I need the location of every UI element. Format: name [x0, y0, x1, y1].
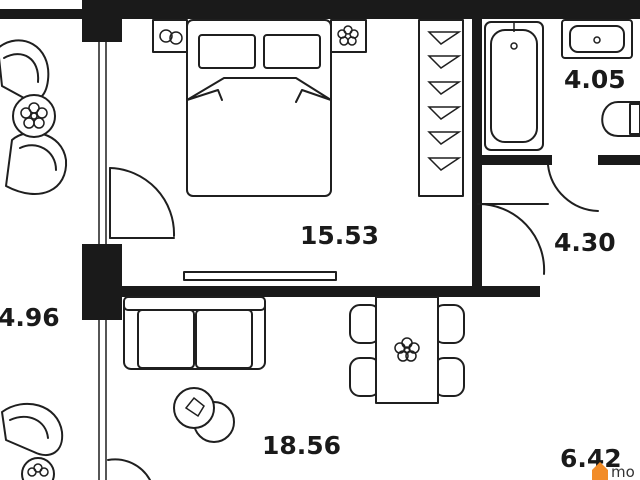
room-labels: 15.53 4.05 4.30 4.96 18.56 6.42 — [0, 65, 626, 473]
flower-icon — [394, 337, 420, 362]
armchair-top — [0, 39, 50, 102]
door-bedroom-swing — [109, 167, 176, 237]
hanger-icon — [427, 81, 462, 95]
armchair-living-seat — [9, 415, 49, 439]
tv-stand — [183, 271, 337, 281]
lamp-icon — [159, 29, 173, 43]
hanger-icon — [427, 131, 462, 145]
armchair-bottom-seat — [19, 144, 57, 171]
armchair-living — [1, 402, 64, 457]
side-table-living — [21, 457, 55, 480]
blanket — [186, 77, 332, 103]
nightstand-right — [330, 19, 367, 53]
armchair-top-seat — [3, 53, 40, 83]
windows — [98, 42, 107, 480]
bedroom-furniture — [152, 19, 464, 281]
wall-pier-top — [82, 0, 122, 42]
bathtub-inner — [490, 29, 538, 143]
wall-top-left-stub — [0, 9, 82, 19]
watermark-text: mo — [611, 463, 635, 480]
wall-bedroom-bottom — [122, 286, 540, 297]
door-bath-swing — [547, 164, 599, 212]
pillow-right — [263, 34, 321, 69]
room-area-balcony: 4.96 — [0, 303, 60, 332]
hanger-icon — [427, 55, 462, 69]
wall-top — [82, 0, 640, 19]
door-living-swing — [107, 458, 151, 480]
flower-icon — [337, 25, 359, 46]
wall-pier-middle — [82, 244, 122, 320]
watermark: mo — [592, 462, 635, 480]
wardrobe — [418, 19, 464, 197]
flower-icon — [27, 463, 49, 477]
lamp-icon — [169, 31, 183, 45]
walls — [0, 0, 640, 320]
bathtub-drain — [510, 42, 518, 50]
armchair-bottom — [5, 131, 68, 195]
sink-basin — [569, 25, 625, 53]
wall-bath-left — [472, 0, 482, 166]
bathroom-fixtures — [484, 19, 640, 151]
sofa-cushion-left — [137, 309, 195, 369]
room-area-bedroom: 15.53 — [300, 221, 379, 250]
lamp-shade-icon — [184, 396, 205, 418]
sink-drain — [593, 36, 601, 44]
side-table — [12, 94, 56, 138]
doors — [107, 164, 599, 480]
hanger-icons — [427, 31, 462, 171]
toilet-tank — [629, 103, 640, 135]
hanger-icon — [427, 157, 462, 171]
living-furniture — [123, 296, 465, 443]
room-area-bathroom: 4.05 — [564, 65, 626, 94]
pillow-left — [198, 34, 256, 69]
hanger-icon — [427, 31, 462, 45]
room-area-kitchen: 6.42 — [560, 444, 622, 473]
wall-bath-bottom-right — [598, 155, 640, 165]
wall-hall-right — [472, 158, 482, 289]
flower-icon — [20, 102, 48, 129]
balcony-furniture — [0, 39, 68, 480]
house-logo-icon — [592, 462, 608, 480]
door-hall-swing — [477, 202, 546, 275]
dining-table — [375, 296, 439, 404]
hanger-icon — [427, 106, 462, 120]
coffee-table — [173, 387, 215, 429]
room-area-living: 18.56 — [262, 431, 341, 460]
room-area-hallway: 4.30 — [554, 228, 616, 257]
sofa-back — [123, 296, 266, 311]
wall-bath-bottom — [472, 155, 552, 165]
sofa-cushion-right — [195, 309, 253, 369]
